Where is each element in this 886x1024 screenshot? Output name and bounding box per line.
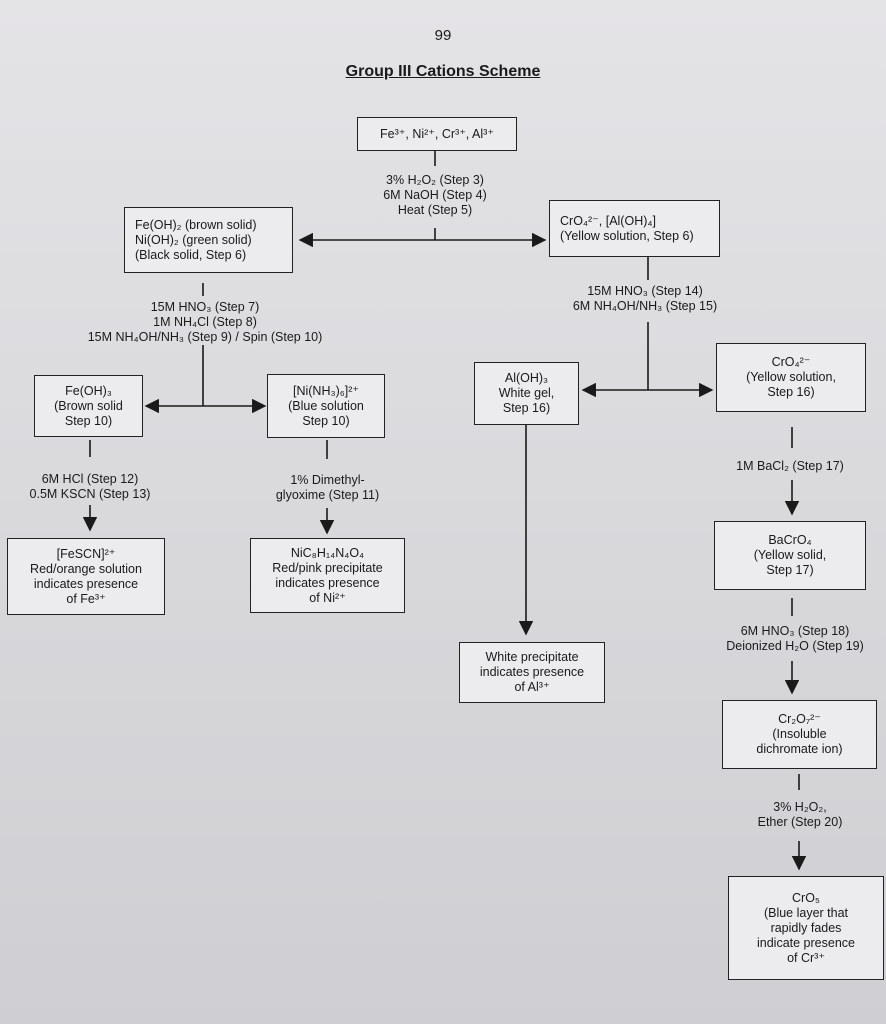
reagent-line: Deionized H₂O (Step 19) <box>726 639 864 653</box>
box-text: of Al³⁺ <box>514 680 550 694</box>
box-text: (Yellow solid, <box>753 548 827 562</box>
page-title: Group III Cations Scheme <box>345 63 541 80</box>
box-text: (Blue solution <box>288 398 364 413</box>
reagent-line: 6M NH₄OH/NH₃ (Step 15) <box>572 299 718 313</box>
box-text: NiC₈H₁₄N₄O₄ <box>290 545 365 560</box>
reagent-line: 15M HNO₃ (Step 7) <box>150 300 260 314</box>
box-aluminum-hydroxide: Al(OH)₃ White gel, Step 16) <box>474 362 579 425</box>
box-text: Red/pink precipitate <box>272 560 383 575</box>
box-text: Step 10) <box>302 413 350 428</box>
box-iron-hydroxide: Fe(OH)₃ (Brown solid Step 10) <box>34 375 143 437</box>
page-number: 99 <box>434 27 452 44</box>
box-text: Red/orange solution <box>30 561 142 576</box>
box-text: Step 17) <box>766 563 814 577</box>
box-text: CrO₄²⁻ <box>771 355 811 369</box>
reagents-step-11: 1% Dimethyl- glyoxime (Step 11) <box>255 473 400 503</box>
reagent-line: 3% H₂O₂ (Step 3) <box>386 173 484 187</box>
box-text: indicate presence <box>757 935 855 950</box>
box-text: dichromate ion) <box>756 742 843 756</box>
box-text: (Yellow solution, Step 6) <box>560 228 694 243</box>
box-start-cations: Fe³⁺, Ni²⁺, Cr³⁺, Al³⁺ <box>357 117 517 151</box>
box-chromate-aluminate: CrO₄²⁻, [Al(OH)₄] (Yellow solution, Step… <box>549 200 720 257</box>
box-text: of Fe³⁺ <box>66 591 106 606</box>
reagent-line: 3% H₂O₂, <box>773 800 827 814</box>
box-text: CrO₄²⁻, [Al(OH)₄] <box>560 213 656 228</box>
reagent-line: 15M HNO₃ (Step 14) <box>587 284 703 298</box>
reagent-line: Ether (Step 20) <box>757 815 843 829</box>
box-text: of Ni²⁺ <box>309 590 346 605</box>
reagent-line: 15M NH₄OH/NH₃ (Step 9) / Spin (Step 10) <box>87 330 323 344</box>
box-nickel-result: NiC₈H₁₄N₄O₄ Red/pink precipitate indicat… <box>250 538 405 613</box>
box-text: CrO₅ <box>792 890 820 905</box>
box-text: (Yellow solution, <box>746 370 836 384</box>
box-text: BaCrO₄ <box>768 533 812 547</box>
box-aluminum-result: White precipitate indicates presence of … <box>459 642 605 703</box>
reagent-line: glyoxime (Step 11) <box>275 488 380 502</box>
box-nickel-ammine: [Ni(NH₃)₆]²⁺ (Blue solution Step 10) <box>267 374 385 438</box>
box-text: (Black solid, Step 6) <box>135 247 247 262</box>
box-text: White precipitate <box>485 650 579 664</box>
box-text: indicates presence <box>33 576 139 591</box>
reagent-line: 0.5M KSCN (Step 13) <box>29 487 151 501</box>
box-text: (Brown solid <box>54 398 123 413</box>
reagents-steps-14-15: 15M HNO₃ (Step 14) 6M NH₄OH/NH₃ (Step 15… <box>550 284 740 314</box>
box-chromium-result: CrO₅ (Blue layer that rapidly fades indi… <box>728 876 884 980</box>
box-text: Cr₂O₇²⁻ <box>778 712 821 726</box>
box-barium-chromate: BaCrO₄ (Yellow solid, Step 17) <box>714 521 866 590</box>
box-text: Fe(OH)₃ <box>65 383 112 398</box>
box-text: indicates presence <box>479 665 585 679</box>
box-text: of Cr³⁺ <box>787 950 825 965</box>
reagents-step-20: 3% H₂O₂, Ether (Step 20) <box>735 800 865 830</box>
box-text: [FeSCN]²⁺ <box>56 546 116 561</box>
box-text: Step 16) <box>767 385 815 399</box>
reagents-step-17: 1M BaCl₂ (Step 17) <box>710 459 870 474</box>
box-chromate-solution: CrO₄²⁻ (Yellow solution, Step 16) <box>716 343 866 412</box>
reagent-line: 6M HNO₃ (Step 18) <box>740 624 850 638</box>
reagents-steps-18-19: 6M HNO₃ (Step 18) Deionized H₂O (Step 19… <box>705 624 885 654</box>
reagents-steps-3-5: 3% H₂O₂ (Step 3) 6M NaOH (Step 4) Heat (… <box>345 173 525 218</box>
box-hydroxides: Fe(OH)₂ (brown solid) Ni(OH)₂ (green sol… <box>124 207 293 273</box>
box-text: (Blue layer that <box>763 905 849 920</box>
reagent-line: 1M BaCl₂ (Step 17) <box>736 459 844 473</box>
box-text: Fe(OH)₂ (brown solid) <box>135 217 257 232</box>
box-text: (Insoluble <box>772 727 827 741</box>
reagents-steps-7-10: 15M HNO₃ (Step 7) 1M NH₄Cl (Step 8) 15M … <box>40 300 370 345</box>
box-dichromate: Cr₂O₇²⁻ (Insoluble dichromate ion) <box>722 700 877 769</box>
box-text: [Ni(NH₃)₆]²⁺ <box>292 383 360 398</box>
reagent-line: Heat (Step 5) <box>397 203 473 217</box>
box-text: Ni(OH)₂ (green solid) <box>135 232 252 247</box>
reagent-line: 1M NH₄Cl (Step 8) <box>153 315 257 329</box>
box-text: indicates presence <box>275 575 380 590</box>
box-text: Step 10) <box>64 413 113 428</box>
reagents-steps-12-13: 6M HCl (Step 12) 0.5M KSCN (Step 13) <box>5 472 175 502</box>
box-text: White gel, <box>498 386 555 400</box>
reagent-line: 1% Dimethyl- <box>290 473 365 487</box>
box-text: Fe³⁺, Ni²⁺, Cr³⁺, Al³⁺ <box>380 126 494 141</box>
box-text: Al(OH)₃ <box>504 371 549 385</box>
box-iron-result: [FeSCN]²⁺ Red/orange solution indicates … <box>7 538 165 615</box>
reagent-line: 6M NaOH (Step 4) <box>383 188 487 202</box>
box-text: rapidly fades <box>770 920 842 935</box>
box-text: Step 16) <box>502 401 551 415</box>
reagent-line: 6M HCl (Step 12) <box>41 472 139 486</box>
